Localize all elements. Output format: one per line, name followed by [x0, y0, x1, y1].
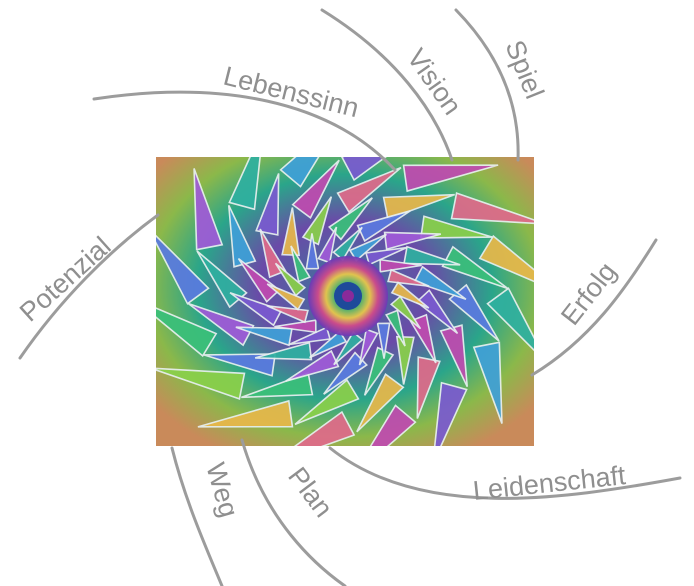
label-vision: Vision — [401, 43, 467, 120]
label-potenzial: Potenzial — [14, 231, 117, 328]
spiral-mandala-image — [133, 113, 563, 478]
label-weg: Weg — [200, 459, 244, 520]
plan-arc — [242, 440, 345, 586]
label-plan: Plan — [282, 462, 338, 523]
label-lebenssinn: Lebenssinn — [221, 61, 362, 124]
label-erfolg: Erfolg — [555, 257, 622, 331]
label-leidenschaft: Leidenschaft — [471, 460, 627, 506]
spiel-arc — [456, 10, 518, 160]
